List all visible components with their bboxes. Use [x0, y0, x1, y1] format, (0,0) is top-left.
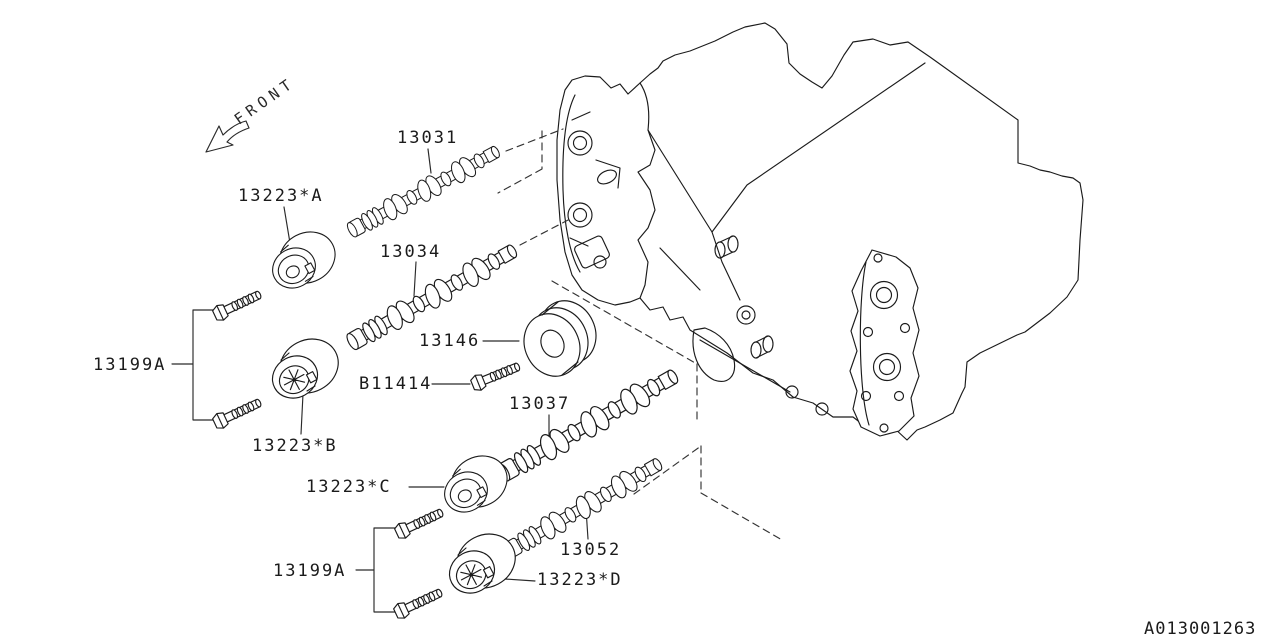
- diagram-code: A013001263: [1144, 619, 1257, 639]
- bolt-b11414: [469, 358, 523, 393]
- part-label-13034: 13034: [380, 242, 442, 262]
- part-label-13223c: 13223*C: [306, 477, 392, 497]
- bracket-13199a-lower: [355, 527, 397, 613]
- part-label-13223b: 13223*B: [252, 436, 338, 456]
- leader-lines: [171, 148, 589, 613]
- pulley-13146: [523, 300, 597, 377]
- part-label-13223a: 13223*A: [238, 186, 324, 206]
- bolt-13199a-3: [392, 504, 447, 542]
- part-label-13031: 13031: [397, 128, 459, 148]
- sprocket-13223a: [265, 221, 345, 296]
- front-arrow-icon: [205, 120, 250, 153]
- bracket-13199a-upper: [171, 309, 219, 421]
- part-label-13146: 13146: [419, 331, 481, 351]
- bolt-13199a-2: [210, 394, 265, 432]
- engine-block-drawing: [556, 22, 1084, 441]
- part-label-13223d: 13223*D: [537, 570, 623, 590]
- sprocket-13223b: [264, 328, 349, 407]
- part-label-13037: 13037: [509, 394, 571, 414]
- sprocket-13223c: [437, 445, 517, 520]
- part-label-13199a-upper: 13199A: [93, 355, 167, 375]
- sprocket-13223d: [441, 523, 526, 602]
- bolt-13199a-4: [391, 584, 446, 622]
- dashed-alignment-lines: [497, 128, 783, 541]
- bolt-13199a-1: [210, 286, 265, 324]
- camshaft-13031: [343, 139, 505, 243]
- part-label-13052: 13052: [560, 540, 622, 560]
- part-label-13199a-lower: 13199A: [273, 561, 347, 581]
- part-label-b11414: B11414: [359, 374, 433, 394]
